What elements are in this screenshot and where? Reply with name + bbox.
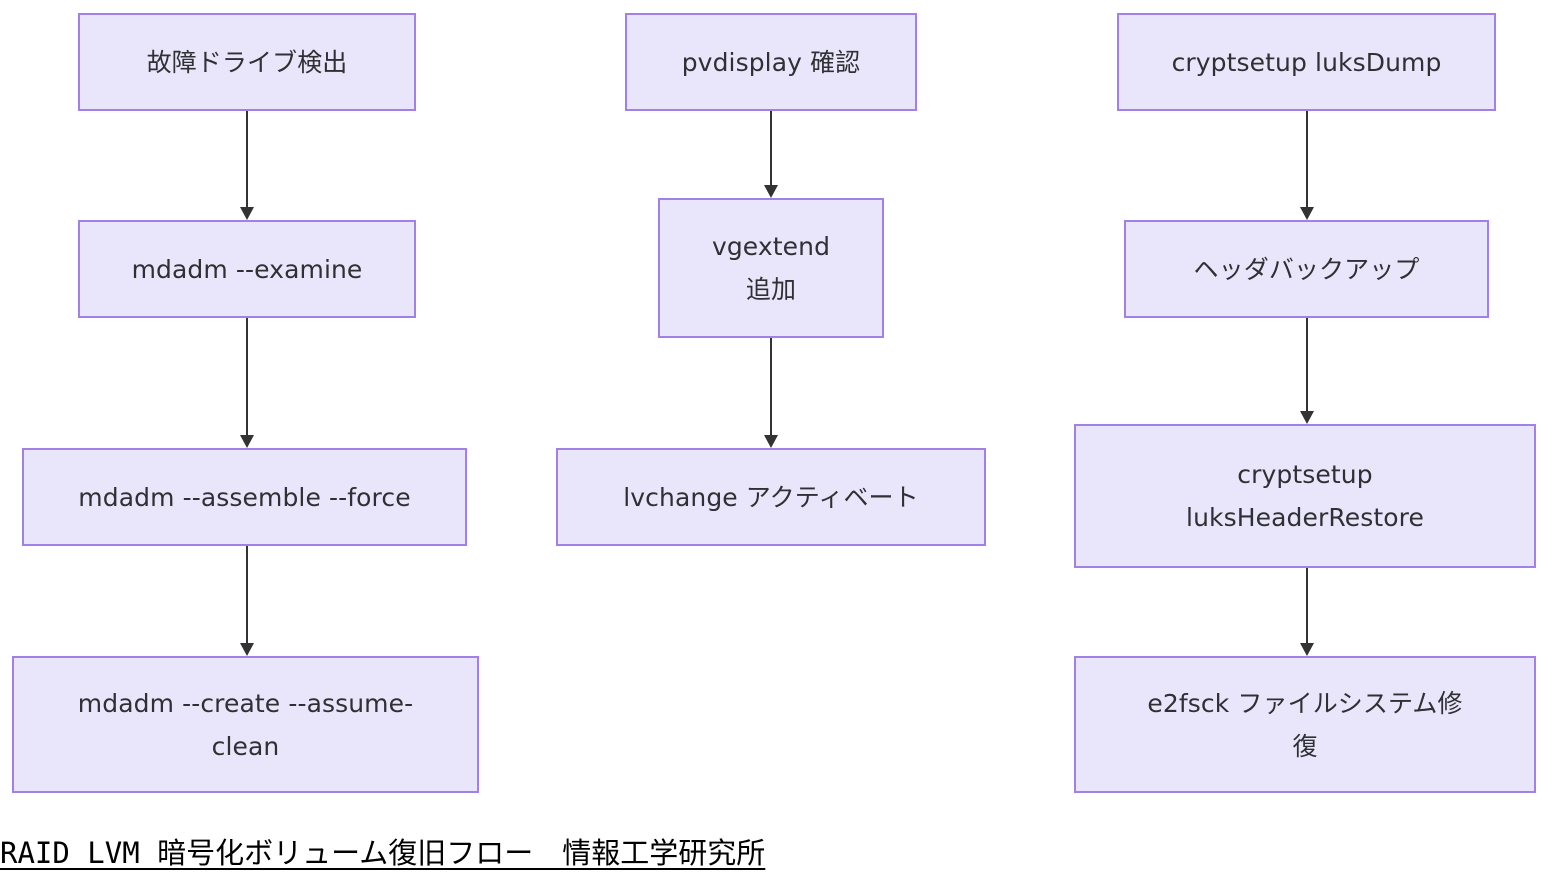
flow-node-luks-1[interactable]: cryptsetup luksDump: [1117, 13, 1496, 111]
flow-node-lvm-3[interactable]: lvchange アクティベート: [556, 448, 986, 546]
flow-node-lvm-1[interactable]: pvdisplay 確認: [625, 13, 917, 111]
flow-node-raid-4[interactable]: mdadm --create --assume- clean: [12, 656, 479, 793]
flow-arrow-raid-3-to-raid-4: [240, 546, 254, 656]
flow-arrow-luks-1-to-luks-2: [1300, 111, 1314, 220]
flow-arrow-lvm-2-to-lvm-3: [764, 338, 778, 448]
flow-arrow-luks-3-to-luks-4: [1300, 568, 1314, 656]
flow-node-raid-1[interactable]: 故障ドライブ検出: [78, 13, 416, 111]
flow-node-raid-2[interactable]: mdadm --examine: [78, 220, 416, 318]
flow-node-lvm-2[interactable]: vgextend 追加: [658, 198, 884, 338]
flow-arrow-raid-1-to-raid-2: [240, 111, 254, 220]
flow-node-luks-4[interactable]: e2fsck ファイルシステム修 復: [1074, 656, 1536, 793]
flow-arrow-luks-2-to-luks-3: [1300, 318, 1314, 424]
flow-node-raid-3[interactable]: mdadm --assemble --force: [22, 448, 467, 546]
flow-arrow-lvm-1-to-lvm-2: [764, 111, 778, 198]
flow-node-luks-3[interactable]: cryptsetup luksHeaderRestore: [1074, 424, 1536, 568]
flow-arrow-raid-2-to-raid-3: [240, 318, 254, 448]
flow-node-luks-2[interactable]: ヘッダバックアップ: [1124, 220, 1489, 318]
diagram-caption: RAID LVM 暗号化ボリューム復旧フロー 情報工学研究所: [0, 836, 766, 870]
